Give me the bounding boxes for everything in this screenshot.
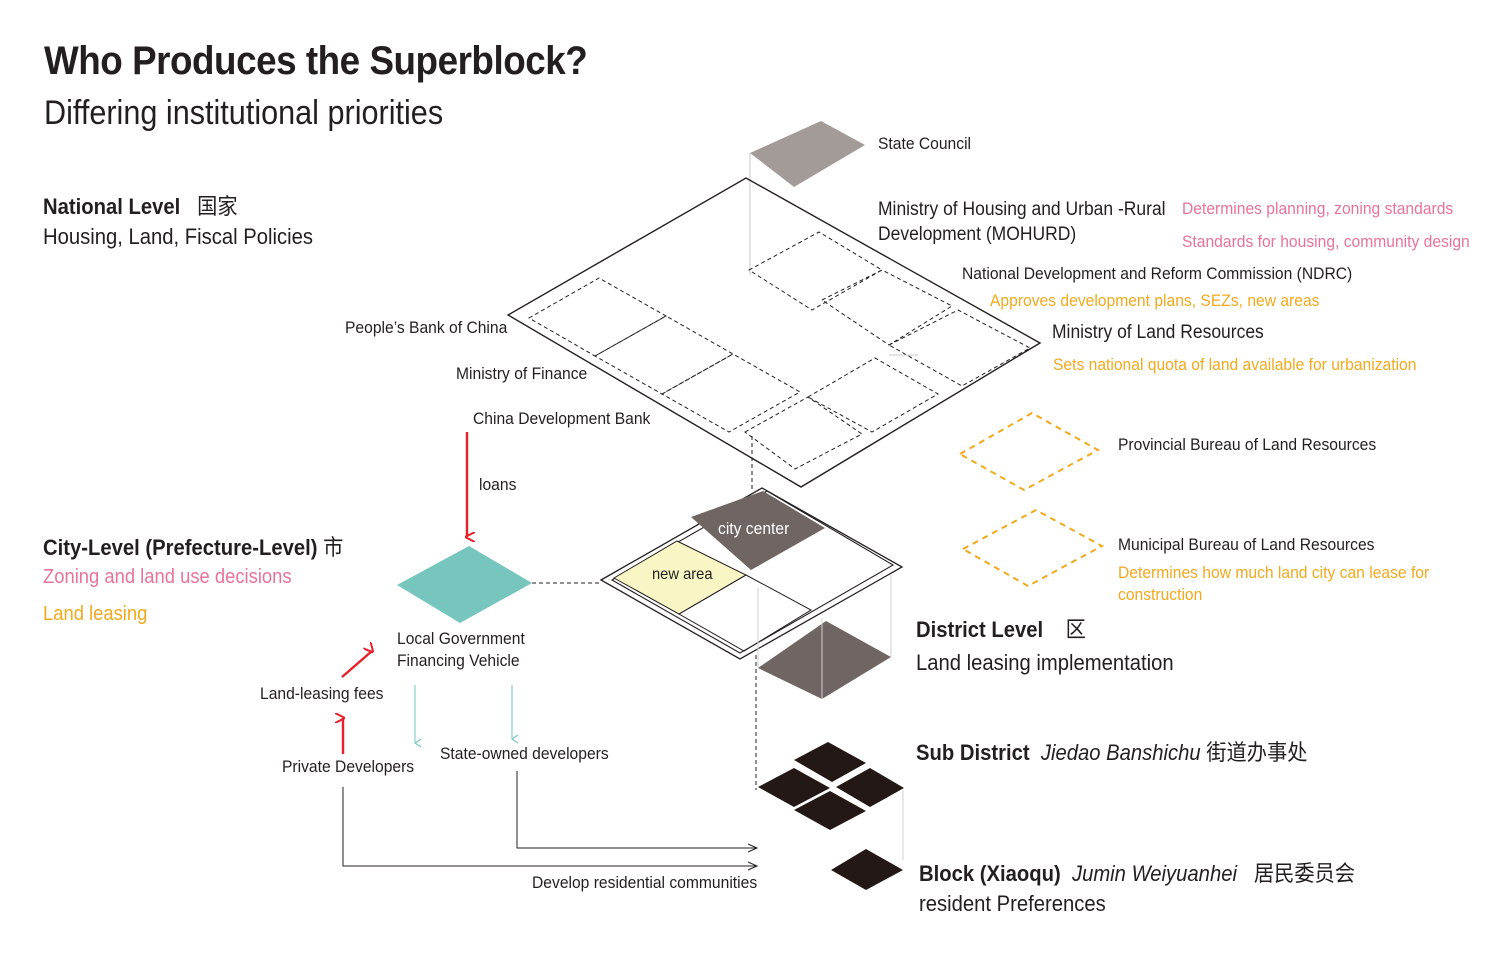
block-label-zh: 居民委员会 — [1253, 862, 1356, 887]
subdistrict-label: Sub District — [916, 740, 1030, 765]
subdistrict-heading: Sub District Jiedao Banshichu 街道办事处 — [916, 740, 1307, 766]
city-note-leasing: Land leasing — [43, 603, 148, 625]
national-level-heading: National Level 国家 — [43, 194, 238, 220]
subdistrict-label-zh: 街道办事处 — [1206, 741, 1308, 766]
city-note-zoning: Zoning and land use decisions — [43, 566, 292, 588]
page-subtitle: Differing institutional priorities — [44, 94, 444, 132]
city-center-tile — [691, 491, 825, 570]
mohurd-note-housing: Standards for housing, community design — [1182, 232, 1470, 251]
lgfv-label-line2: Financing Vehicle — [397, 651, 520, 670]
block-heading: Block (Xiaoqu) Jumin Weiyuanhei 居民委员会 — [919, 861, 1355, 887]
mof-label: Ministry of Finance — [456, 364, 588, 383]
land-fees-label: Land-leasing fees — [260, 684, 384, 703]
district-level-label-zh: 区 — [1065, 618, 1086, 643]
mlr-label: Ministry of Land Resources — [1052, 322, 1264, 343]
provincial-bureau-diamond — [957, 411, 1101, 492]
national-level-platform — [506, 177, 1042, 488]
district-level-label: District Level — [916, 617, 1044, 642]
fees-to-lgfv-arrow — [341, 651, 372, 678]
private-developers-label: Private Developers — [282, 757, 415, 776]
ndrc-note: Approves development plans, SEZs, new ar… — [990, 291, 1320, 310]
municipal-bureau-diamond — [960, 508, 1105, 588]
mohurd-label-line2: Development (MOHURD) — [878, 224, 1077, 245]
district-tile — [758, 621, 891, 699]
new-area-label: new area — [652, 566, 713, 583]
city-level-label-zh: 市 — [323, 536, 344, 561]
cdb-label: China Development Bank — [473, 409, 651, 428]
state-council-label: State Council — [878, 134, 972, 153]
sub-district-tiles — [758, 742, 904, 830]
city-empty-tile — [677, 574, 813, 652]
mohurd-label-line1: Ministry of Housing and Urban -Rural — [878, 199, 1166, 220]
district-level-subtitle: Land leasing implementation — [916, 650, 1174, 675]
city-level-label: City-Level (Prefecture-Level) — [43, 535, 318, 560]
national-level-label-zh: 国家 — [197, 195, 238, 220]
district-level-heading: District Level 区 — [916, 617, 1086, 643]
block-tile — [831, 849, 903, 890]
municipal-note-line1: Determines how much land city can lease … — [1118, 563, 1430, 582]
municipal-note-line2: construction — [1118, 585, 1203, 604]
develop-communities-label: Develop residential communities — [532, 873, 758, 892]
mlr-note: Sets national quota of land available fo… — [1053, 355, 1417, 374]
private-develop-arrow — [342, 787, 757, 866]
city-center-label: city center — [718, 519, 790, 538]
provincial-bureau-label: Provincial Bureau of Land Resources — [1118, 435, 1377, 454]
ndrc-label: National Development and Reform Commissi… — [962, 264, 1353, 283]
block-label: Block (Xiaoqu) — [919, 861, 1061, 886]
subdistrict-label-italic: Jiedao Banshichu — [1040, 740, 1201, 765]
block-label-italic: Jumin Weiyuanhei — [1071, 861, 1237, 886]
soe-develop-arrow — [516, 771, 757, 848]
city-level-platform — [599, 487, 904, 660]
soe-developers-label: State-owned developers — [440, 744, 609, 763]
mohurd-note-planning: Determines planning, zoning standards — [1182, 199, 1454, 218]
lgfv-label-line1: Local Government — [397, 629, 525, 648]
state-council-tile — [750, 121, 865, 187]
loans-label: loans — [479, 475, 517, 494]
lgfv-diamond — [397, 546, 532, 623]
national-level-subtitle: Housing, Land, Fiscal Policies — [43, 224, 314, 249]
pboc-label: People’s Bank of China — [345, 318, 508, 337]
city-level-heading: City-Level (Prefecture-Level) 市 — [43, 535, 343, 561]
block-subtitle: resident Preferences — [919, 891, 1106, 916]
page-title: Who Produces the Superblock? — [44, 39, 588, 83]
national-level-label: National Level — [43, 194, 181, 219]
municipal-bureau-label: Municipal Bureau of Land Resources — [1118, 535, 1375, 554]
